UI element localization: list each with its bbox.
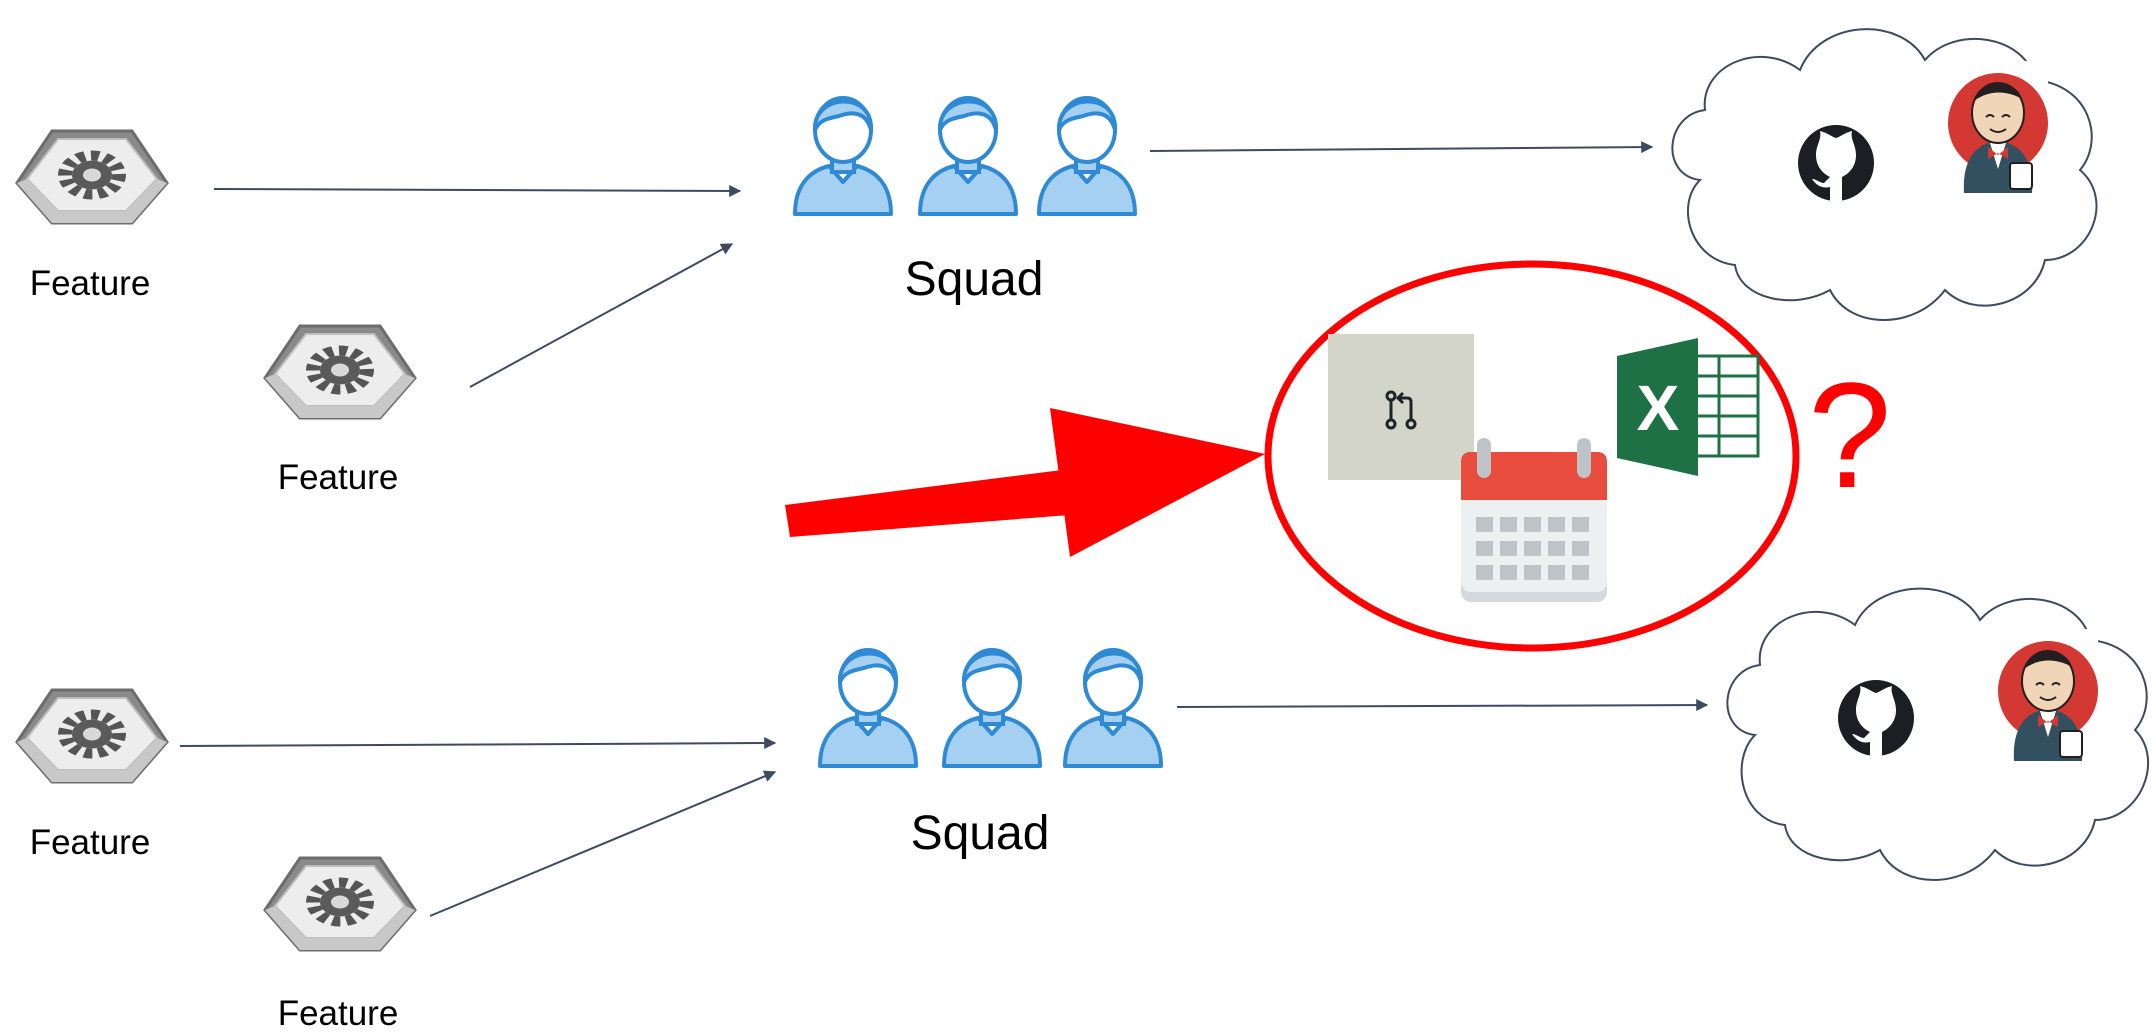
excel-letter: X	[1637, 372, 1680, 444]
person-icon	[793, 96, 893, 216]
person-icon	[918, 96, 1018, 216]
feature-label-3: Feature	[29, 823, 151, 862]
arrow-feature-1-to-squad-1	[213, 184, 742, 197]
excel-icon: X	[1617, 338, 1760, 476]
arrow-feature-4-to-squad-2	[429, 770, 777, 917]
squad-label-2: Squad	[910, 807, 1050, 860]
feature-icon-2	[265, 326, 415, 418]
pull-request-icon	[1328, 334, 1474, 480]
arrow-squad-2-to-cloud-2	[1176, 699, 1709, 712]
question-mark: ?	[1808, 351, 1892, 519]
squad-1-people	[793, 96, 1137, 216]
jenkins-icon	[1947, 60, 2049, 198]
connector-arrows	[179, 141, 1709, 917]
feature-label-2: Feature	[277, 458, 399, 497]
person-icon	[818, 648, 918, 768]
calendar-icon	[1461, 438, 1607, 602]
jenkins-icon	[1997, 628, 2099, 766]
arrow-squad-1-to-cloud-1	[1149, 141, 1654, 154]
cloud-2	[1726, 587, 2150, 881]
feature-label-1: Feature	[29, 264, 151, 303]
person-icon	[1063, 648, 1163, 768]
github-icon	[1826, 668, 1926, 768]
feature-icon-4	[265, 858, 415, 950]
feature-icon-3	[17, 690, 167, 782]
highlight-arrow-visible	[785, 408, 1265, 557]
arrow-feature-2-to-squad-1	[469, 243, 734, 388]
squad-label-1: Squad	[904, 253, 1044, 306]
arrow-feature-3-to-squad-2	[179, 737, 777, 750]
person-icon	[1037, 96, 1137, 216]
problem-highlight-ellipse	[1264, 260, 1800, 652]
github-icon	[1786, 113, 1886, 213]
feature-label-4: Feature	[277, 994, 399, 1033]
person-icon	[942, 648, 1042, 768]
cloud-1	[1671, 28, 2098, 321]
feature-icon-1	[17, 131, 167, 223]
squad-2-people	[818, 648, 1163, 768]
